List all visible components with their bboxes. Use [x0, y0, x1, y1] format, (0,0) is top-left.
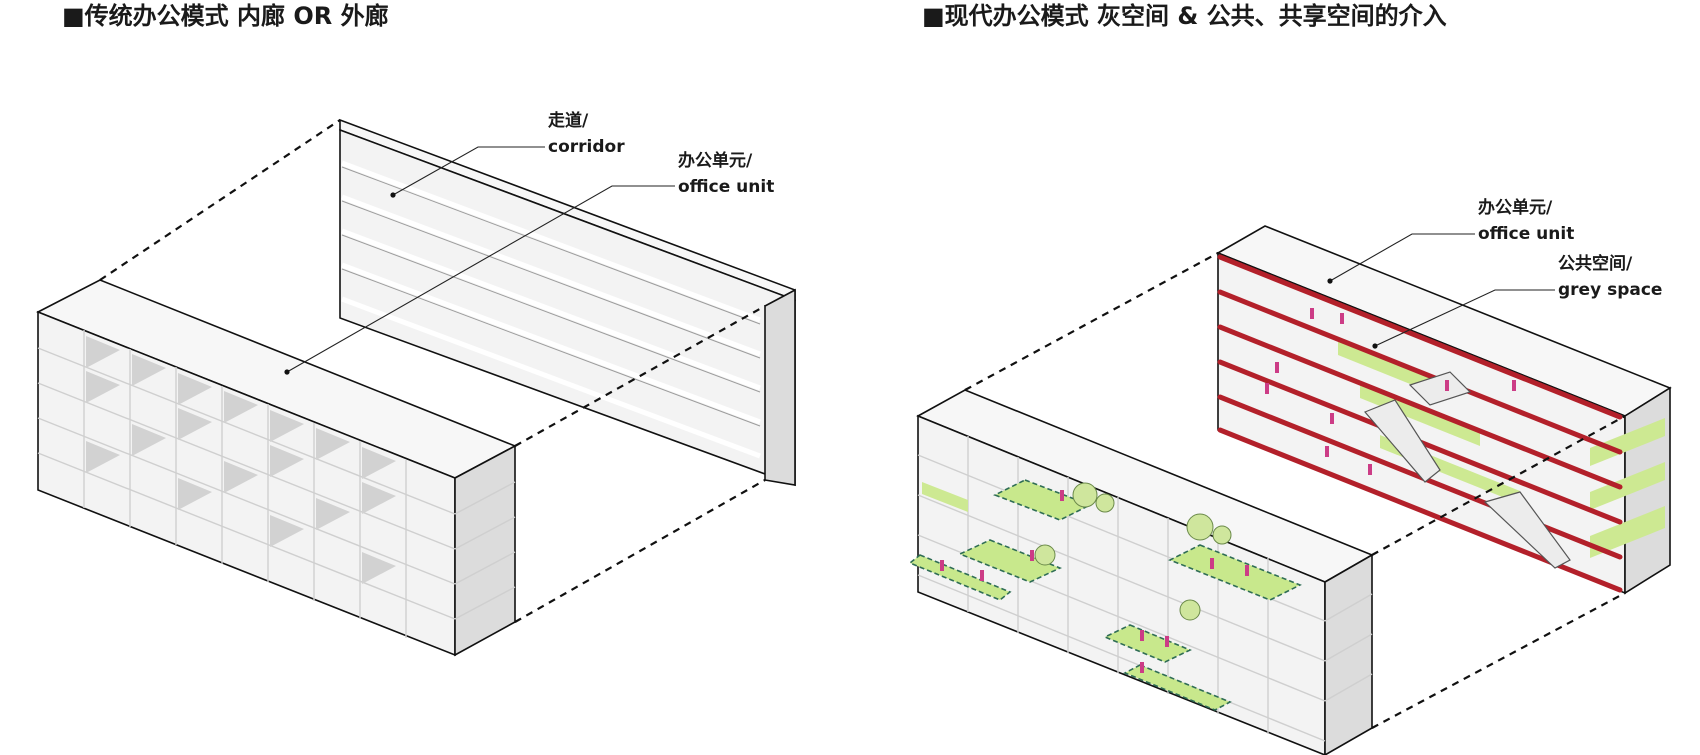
left-projection-lines: [99, 119, 766, 623]
right-projection-lines: [964, 252, 1626, 729]
corridor-slabs: [341, 160, 761, 459]
right-back-people: [1265, 308, 1516, 475]
right-front-block: [908, 389, 1374, 755]
grey-space-label-en: grey space: [1558, 280, 1662, 300]
right-office-unit-label-en: office unit: [1478, 224, 1574, 244]
right-back-block: [1216, 225, 1672, 595]
corridor-label-en: corridor: [548, 137, 625, 157]
left-corridor-block: [339, 118, 796, 487]
front-green-terraces: [908, 479, 1302, 711]
grey-space-label-cn: 公共空间/: [1558, 253, 1633, 274]
left-leaders: [284, 146, 675, 375]
office-unit-grid: [37, 330, 516, 638]
office-unit-label-cn: 办公单元/: [678, 150, 753, 171]
office-unit-label-en: office unit: [678, 177, 774, 197]
connecting-stairs: [1363, 371, 1571, 569]
right-leaders: [1327, 233, 1555, 349]
left-office-block: [36, 279, 517, 657]
right-office-unit-label-cn: 办公单元/: [1478, 197, 1553, 218]
front-people: [940, 490, 1249, 673]
right-panel-title: ■现代办公模式 灰空间 & 公共、共享空间的介入: [922, 2, 1447, 30]
corridor-label-cn: 走道/: [548, 110, 589, 131]
left-panel-title: ■传统办公模式 内廊 OR 外廊: [62, 2, 389, 30]
front-trees: [1034, 482, 1232, 621]
